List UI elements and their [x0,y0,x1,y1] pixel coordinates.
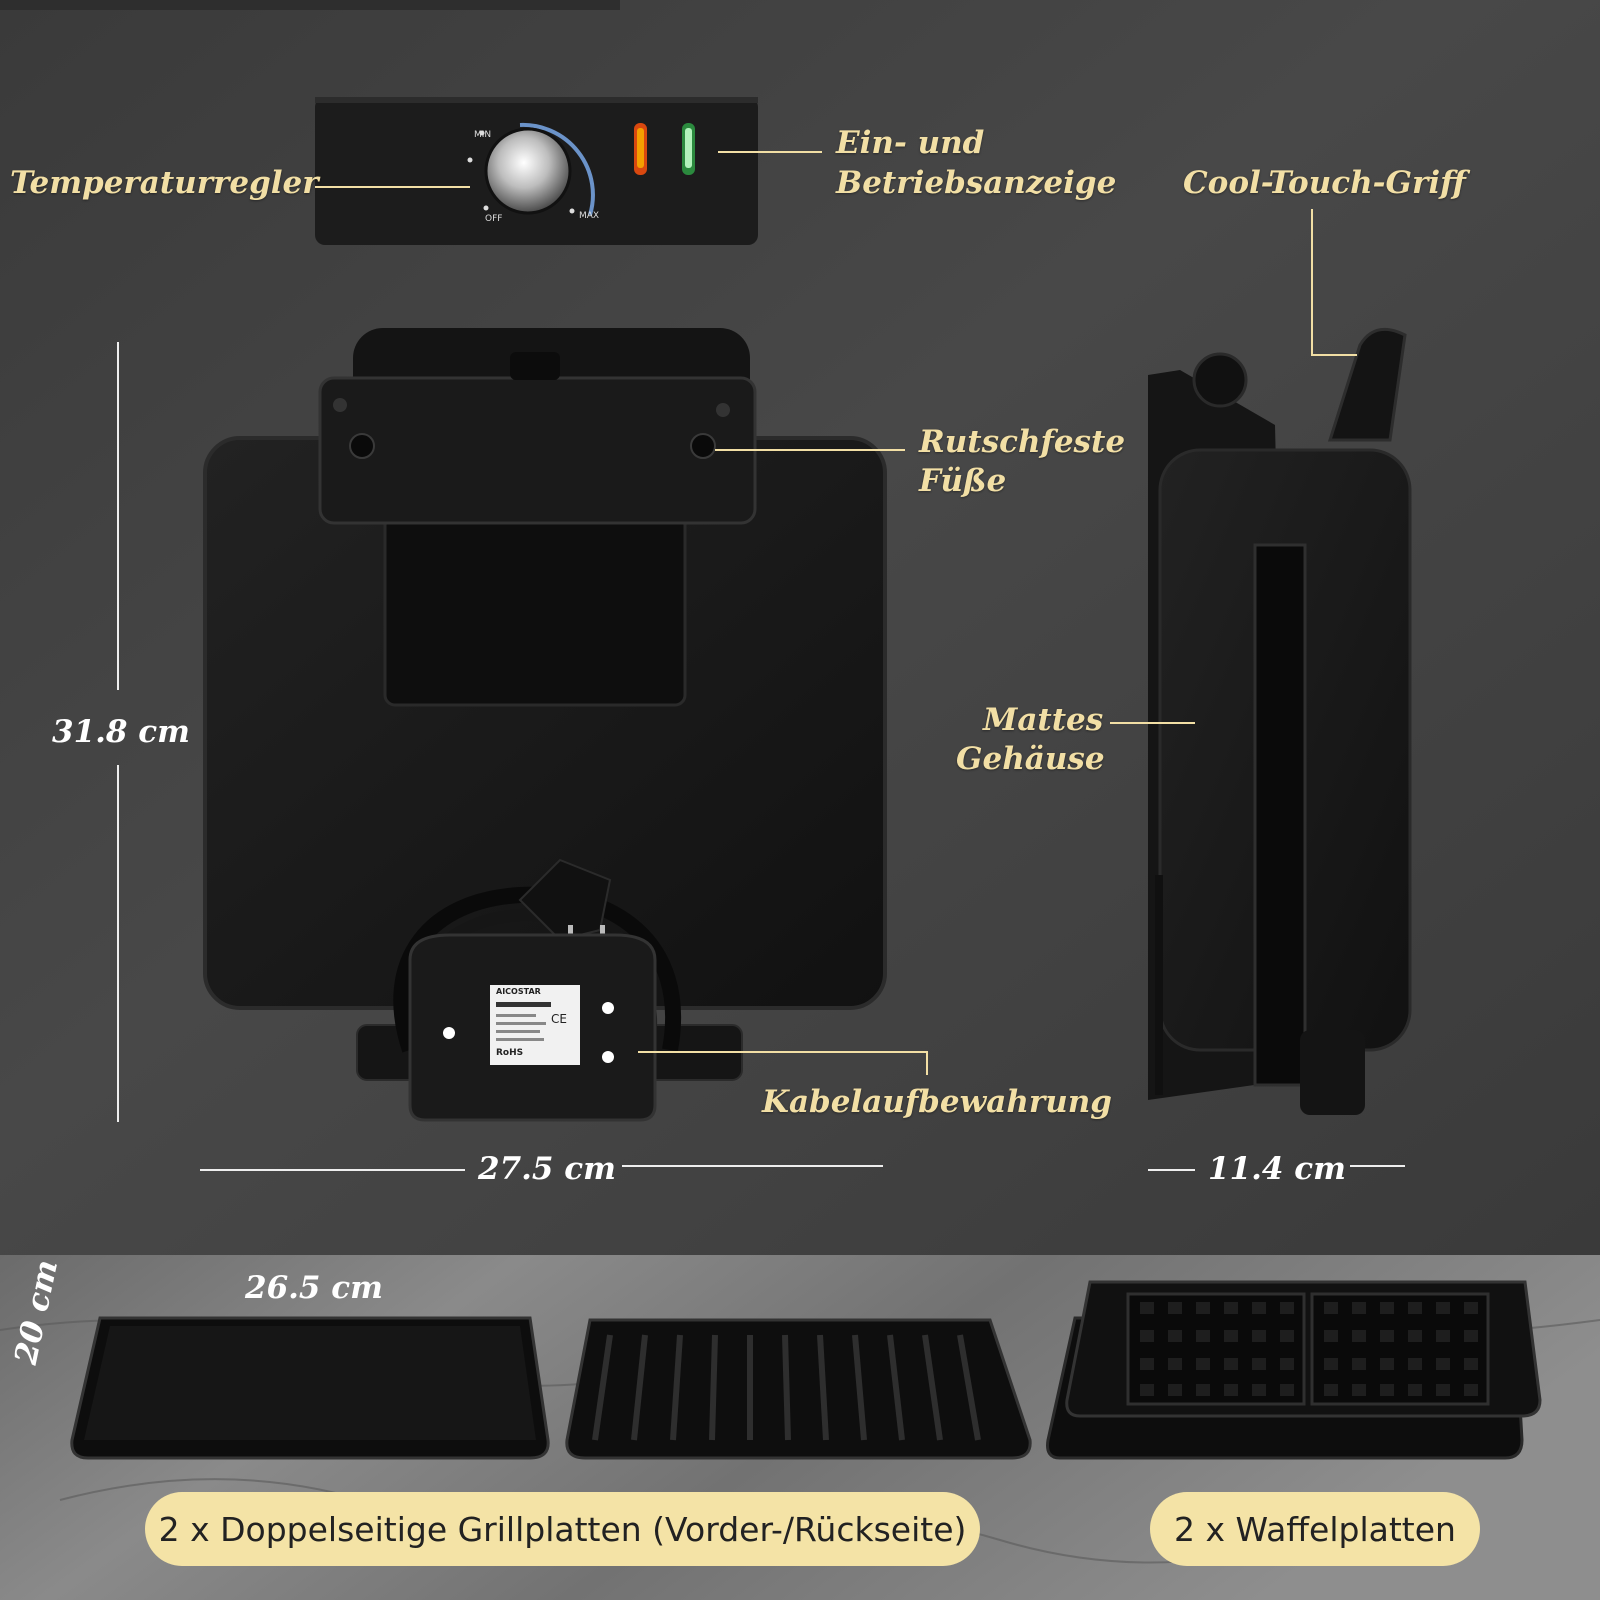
waffle-plates [1046,1280,1542,1460]
flat-grill-plate [70,1316,550,1460]
rohs-mark: RoHS [496,1048,524,1058]
matte-housing-label-line2: Gehäuse [956,741,1105,777]
plate-width-dimension: 26.5 cm [245,1270,383,1306]
control-panel [315,97,758,245]
width-dimension: 27.5 cm [478,1151,616,1187]
appliance-side-view [1148,327,1412,1115]
brand-label: AICOSTAR [496,987,541,996]
matte-housing-label-line1: Mattes [983,702,1104,738]
waffle-plates-pill: 2 x Waffelplatten [1150,1492,1480,1566]
dial-min-label: MIN [474,130,492,140]
ribbed-grill-plate [565,1318,1032,1460]
cable-storage-label: Kabelaufbewahrung [762,1084,1112,1120]
cool-touch-handle-label: Cool-Touch-Griff [1183,165,1466,201]
leader-lines [315,151,1357,1075]
grill-plates-pill: 2 x Doppelseitige Grillplatten (Vorder-/… [145,1492,980,1566]
indicator-label-line2: Betriebsanzeige [836,165,1117,201]
non-slip-feet-label-line1: Rutschfeste [919,424,1126,460]
temperature-control-label: Temperaturregler [10,165,319,201]
non-slip-feet-label-line2: Füße [919,463,1007,499]
height-dimension: 31.8 cm [52,714,190,750]
dial-off-label: OFF [485,214,503,224]
indicator-label-line1: Ein- und [836,125,985,161]
appliance-front-view [203,328,887,1122]
depth-dimension: 11.4 cm [1208,1151,1346,1187]
dial-max-label: MAX [579,211,600,221]
ce-mark: CE [551,1012,567,1026]
